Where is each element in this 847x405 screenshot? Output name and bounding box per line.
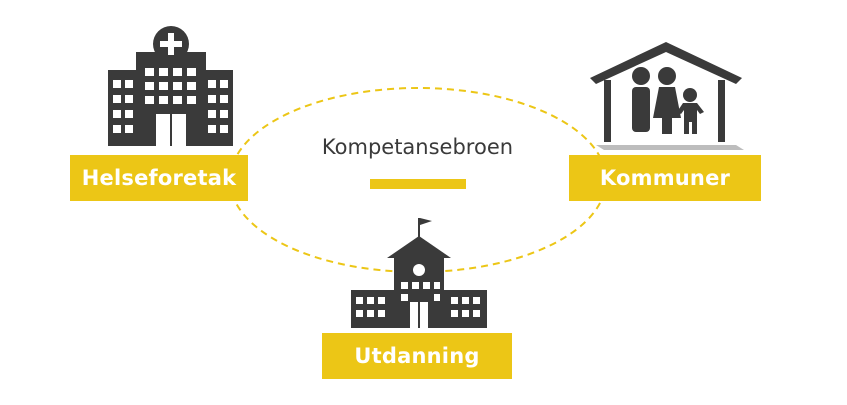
school-icon	[351, 218, 487, 328]
hospital-icon	[108, 26, 233, 146]
label-utdanning: Utdanning	[322, 333, 512, 379]
center-accent-bar	[370, 179, 466, 189]
family-house-icon	[590, 42, 744, 150]
label-kommuner: Kommuner	[569, 155, 761, 201]
label-helseforetak: Helseforetak	[70, 155, 248, 201]
center-title: Kompetansebroen	[321, 135, 514, 159]
